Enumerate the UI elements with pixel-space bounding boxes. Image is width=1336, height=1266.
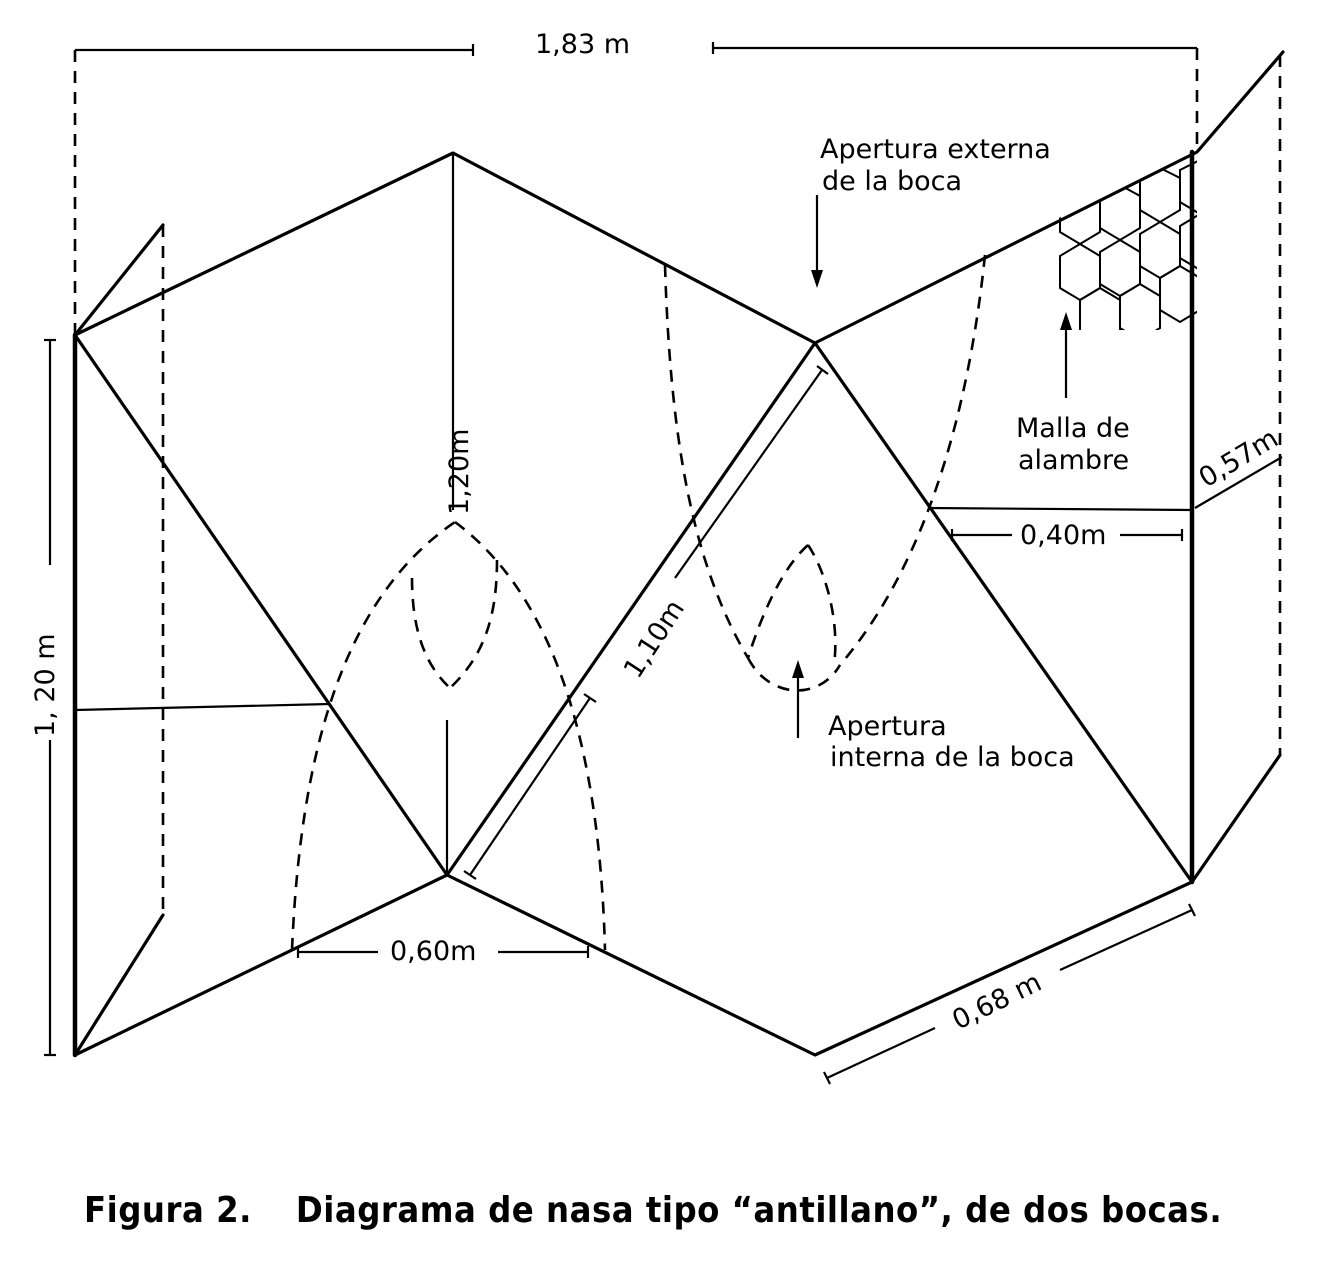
mesh-label-1: Malla de xyxy=(1016,413,1130,444)
inner-mouth-label-2: interna de la boca xyxy=(830,742,1075,773)
entrance-width-label: 0,40m xyxy=(1020,520,1106,551)
side-length-label: 0,68 m xyxy=(947,967,1046,1037)
height-center-label: 1,20m xyxy=(444,429,475,515)
height-left-label: 1, 20 m xyxy=(30,633,61,737)
figure-title: Diagrama de nasa tipo “antillano”, de do… xyxy=(295,1190,1223,1231)
outer-mouth-label-2: de la boca xyxy=(822,166,962,197)
width-label: 1,83 m xyxy=(535,29,630,60)
mesh-label-2: alambre xyxy=(1018,445,1129,476)
dimension-lines xyxy=(44,42,1283,1085)
figure-caption: Figura 2. Diagrama de nasa tipo “antillan… xyxy=(84,1190,1284,1231)
inner-mouth-label-1: Apertura xyxy=(828,711,947,742)
trap-outline xyxy=(72,50,1285,1058)
diagonal-label: 1,10m xyxy=(618,594,691,683)
diagram-labels: 1,83 m 1, 20 m 1,20m 1,10m 0,60m 0,68 m … xyxy=(30,29,1284,1036)
hidden-lines xyxy=(161,55,1282,951)
base-width-label: 0,60m xyxy=(390,936,476,967)
figure-number: Figura 2. xyxy=(84,1190,252,1231)
wire-mesh xyxy=(1059,158,1197,330)
outer-mouth-label-1: Apertura externa xyxy=(820,134,1051,165)
